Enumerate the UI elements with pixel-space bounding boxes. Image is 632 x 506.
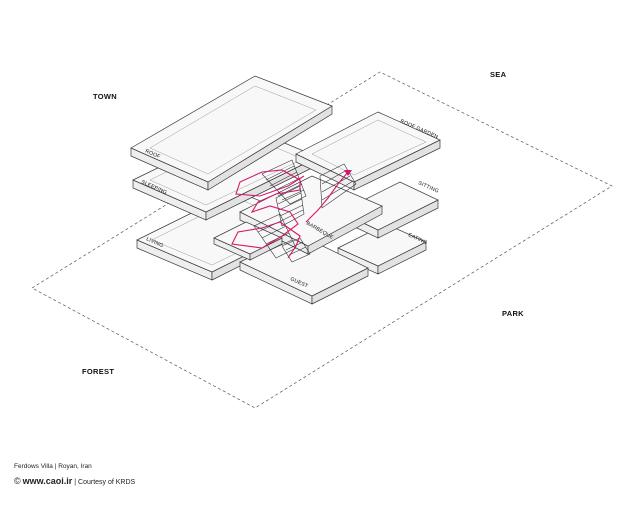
label-forest: FOREST [82, 367, 114, 376]
slab-eating [337, 223, 427, 275]
label-roof: ROOF [144, 148, 161, 160]
copyright-symbol: © [14, 476, 21, 486]
label-sea: SEA [490, 70, 507, 79]
credit-site-link[interactable]: www.caoi.ir [22, 476, 73, 486]
circulation-path [231, 169, 352, 259]
site-boundary [31, 71, 613, 409]
credit-source: © www.caoi.ir | Courtesy of KRDS [14, 476, 135, 486]
credit-courtesy: Courtesy of KRDS [78, 479, 136, 486]
credit-project: Ferdows Villa | Royan, Iran [14, 463, 92, 470]
stairs [253, 159, 357, 263]
label-town: TOWN [93, 92, 117, 101]
path-arrow-head [344, 170, 352, 176]
slab-roof [130, 75, 333, 191]
label-park: PARK [502, 309, 524, 318]
credit-separator: | [74, 479, 77, 486]
slab-roof-garden [295, 111, 441, 191]
